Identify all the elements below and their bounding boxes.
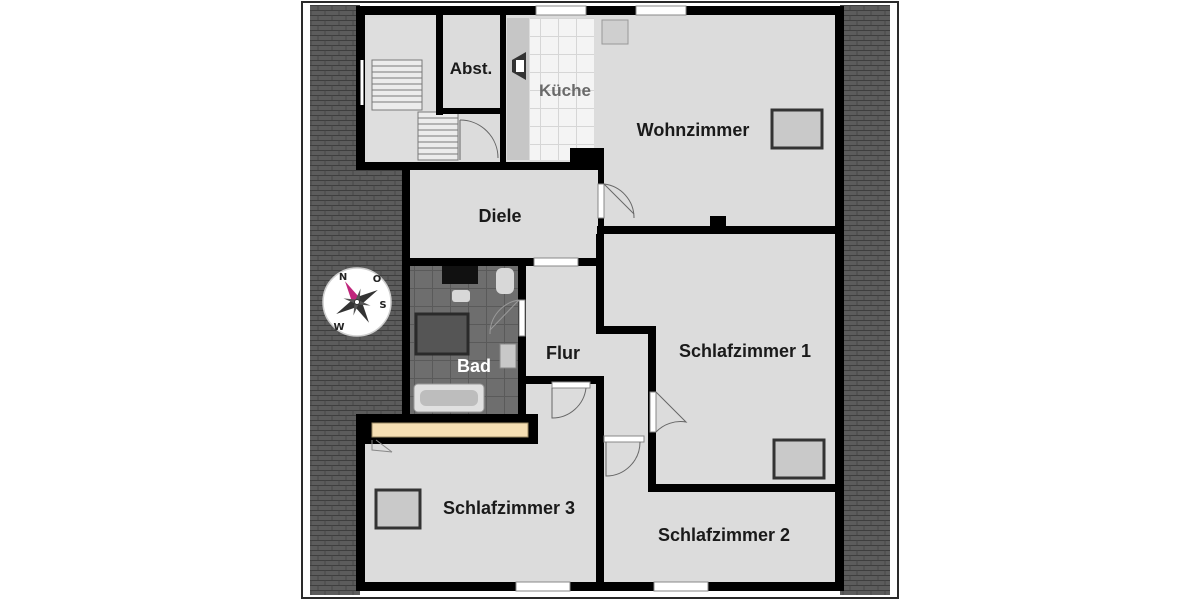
sz1-bottom-wall <box>648 484 838 492</box>
roof-outline <box>301 1 899 599</box>
bad-block <box>442 266 478 284</box>
abst-bottom-wall <box>443 108 501 114</box>
label-flur: Flur <box>546 343 580 363</box>
flur-door-sz3[interactable] <box>551 381 591 419</box>
bad-right-wall <box>518 266 526 416</box>
toilet <box>496 268 514 294</box>
roof-right <box>840 5 890 595</box>
label-wohnzimmer: Wohnzimmer <box>637 120 750 140</box>
flur-bottom-wall <box>518 376 604 384</box>
stair-wall <box>436 15 443 115</box>
compass-s: S <box>379 300 386 311</box>
wall-stub <box>710 216 726 228</box>
kitchen-counter <box>507 18 529 160</box>
label-schlafzimmer-1: Schlafzimmer 1 <box>679 341 811 361</box>
flur-door-sz2[interactable] <box>603 435 645 477</box>
sz1-bed <box>772 438 826 480</box>
sz3-shelf-door[interactable] <box>371 439 393 453</box>
abst-room <box>443 18 500 110</box>
label-abst: Abst. <box>450 59 493 78</box>
kitchen-fridge <box>601 19 629 45</box>
living-bottom-wall <box>597 226 837 234</box>
diele-bottom-wall <box>404 258 604 266</box>
abst-right-wall <box>500 15 506 170</box>
living-table <box>770 108 824 150</box>
bad-cabinet <box>414 312 470 356</box>
label-diele: Diele <box>478 206 521 226</box>
stairs <box>360 59 459 161</box>
sz3-right-wall <box>596 380 604 590</box>
bathtub-inner <box>420 390 478 406</box>
kitchen-bottom-wall <box>500 162 604 170</box>
label-schlafzimmer-3: Schlafzimmer 3 <box>443 498 575 518</box>
diele-window <box>533 257 579 267</box>
sz3-shelf <box>371 422 529 438</box>
diele-room <box>410 170 598 258</box>
bad-door[interactable] <box>489 299 526 337</box>
kitchen-hob <box>516 60 524 72</box>
kitchen-tiles <box>530 18 594 160</box>
compass-n: N <box>339 272 347 283</box>
abst-door[interactable] <box>459 119 499 160</box>
compass-icon: N O S W <box>322 267 392 337</box>
label-schlafzimmer-2: Schlafzimmer 2 <box>658 525 790 545</box>
sz3-bed <box>374 488 422 530</box>
windows-top <box>515 5 709 592</box>
label-kueche: Küche <box>539 81 591 100</box>
sink <box>452 290 470 302</box>
washer <box>499 343 517 369</box>
stair-bottom-wall <box>356 162 506 170</box>
left-setback-wall <box>402 168 410 416</box>
sz1-door[interactable] <box>649 391 688 433</box>
compass-o: O <box>373 274 382 285</box>
label-bad: Bad <box>457 356 491 376</box>
diele-living-door[interactable] <box>597 183 635 219</box>
compass-w: W <box>333 322 344 333</box>
flur-left-wall <box>596 234 604 330</box>
sz1-left-wall <box>596 326 656 334</box>
